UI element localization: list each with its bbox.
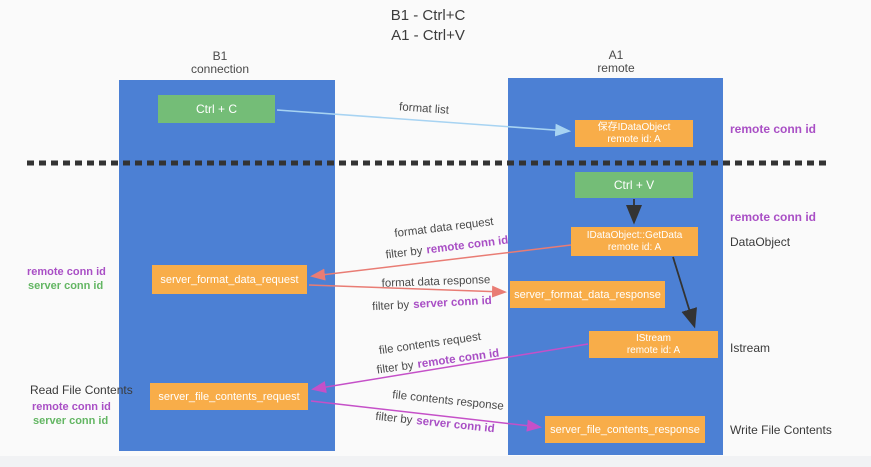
ctrl-c-label: Ctrl + C xyxy=(195,102,237,116)
filter-by-text: filter by xyxy=(371,299,410,314)
left-bottom-remote-conn-id: remote conn id xyxy=(32,401,111,413)
lane-a1-subtitle: remote xyxy=(597,61,635,75)
server-format-data-request-box: server_format_data_request xyxy=(152,265,307,294)
server-format-data-response-label: server_format_data_response xyxy=(514,288,661,301)
bottom-strip xyxy=(0,456,871,467)
title-line-2: A1 - Ctrl+V xyxy=(391,27,465,44)
left-bottom-server-conn-id: server conn id xyxy=(33,415,109,427)
left-read-file-contents-label: Read File Contents xyxy=(30,383,133,397)
format-data-request-arrow xyxy=(310,244,572,281)
server-format-data-request-label: server_format_data_request xyxy=(160,273,299,286)
diagram-title: B1 - Ctrl+C A1 - Ctrl+V xyxy=(318,6,538,46)
save-dataobject-line1: 保存IDataObject xyxy=(597,121,671,133)
istream-line2: remote id: A xyxy=(626,344,681,356)
istream-box: IStream remote id: A xyxy=(589,331,718,358)
file-contents-response-arrow xyxy=(310,400,542,432)
idataobject-getdata-box: IDataObject::GetData remote id: A xyxy=(571,227,698,256)
lane-header-a1: A1 remote xyxy=(546,49,686,75)
lane-b1-subtitle: connection xyxy=(190,62,250,76)
server-file-contents-request-label: server_file_contents_request xyxy=(158,390,300,403)
right-dataobject-label: DataObject xyxy=(730,235,791,249)
ctrl-v-box: Ctrl + V xyxy=(575,172,693,198)
getdata-line1: IDataObject::GetData xyxy=(586,229,683,241)
left-mid-remote-conn-id: remote conn id xyxy=(27,266,106,278)
ctrl-c-box: Ctrl + C xyxy=(158,95,275,123)
right-istream-label: Istream xyxy=(730,341,771,355)
getdata-line2: remote id: A xyxy=(607,241,662,253)
server-file-contents-request-box: server_file_contents_request xyxy=(150,383,308,410)
istream-line1: IStream xyxy=(635,332,671,344)
left-mid-server-conn-id: server conn id xyxy=(28,280,104,292)
lane-b1-name: B1 xyxy=(212,49,228,63)
server-format-data-response-box: server_format_data_response xyxy=(510,281,665,308)
ctrl-v-label: Ctrl + V xyxy=(613,178,655,192)
right-remote-conn-id-top: remote conn id xyxy=(730,122,817,136)
format-data-response-arrow xyxy=(308,284,507,298)
right-remote-conn-id-mid: remote conn id xyxy=(730,210,817,224)
lane-header-b1: B1 connection xyxy=(150,50,290,76)
getdata-to-istream-arrow xyxy=(672,256,697,329)
save-dataobject-box: 保存IDataObject remote id: A xyxy=(575,120,693,147)
server-file-contents-response-box: server_file_contents_response xyxy=(545,416,705,443)
format-list-arrow xyxy=(276,109,572,137)
title-line-1: B1 - Ctrl+C xyxy=(390,7,466,24)
server-file-contents-response-label: server_file_contents_response xyxy=(550,423,700,436)
right-write-file-contents-label: Write File Contents xyxy=(730,423,832,437)
save-dataobject-line2: remote id: A xyxy=(607,133,661,145)
file-contents-request-arrow xyxy=(311,343,589,393)
lane-a1-name: A1 xyxy=(608,48,624,62)
